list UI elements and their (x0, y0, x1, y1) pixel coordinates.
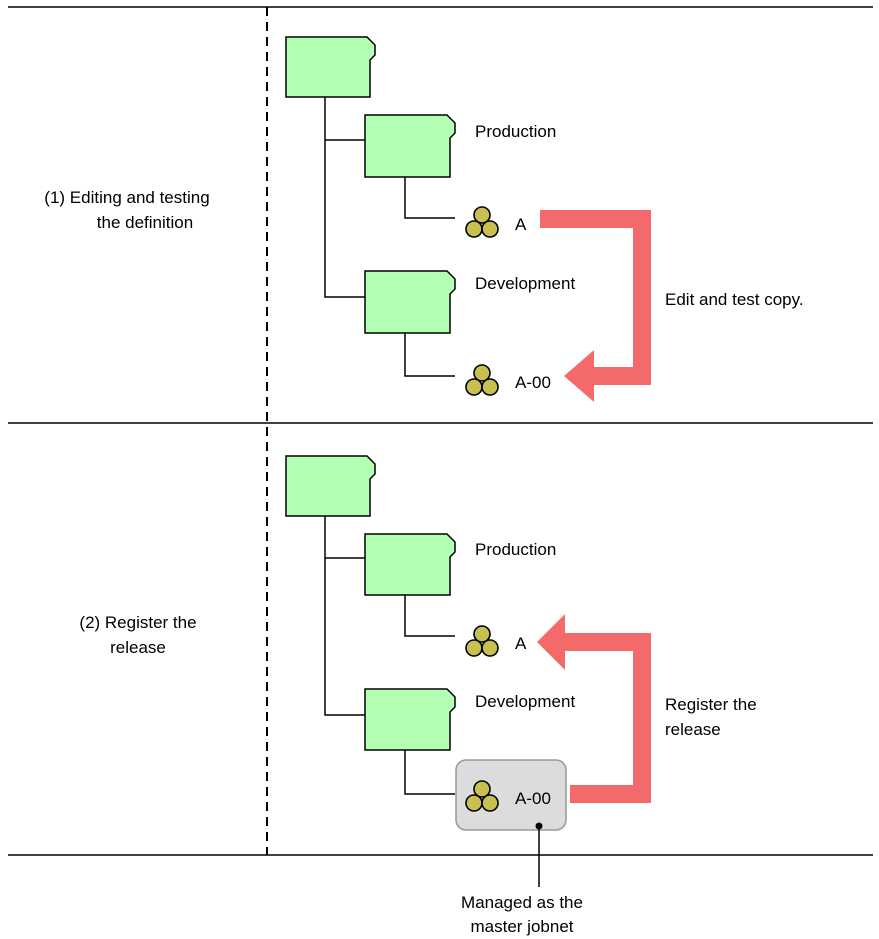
root-unit-folder-icon (285, 36, 376, 98)
production-label: Production (475, 122, 556, 141)
jobnet-a-icon (465, 206, 499, 238)
tree-connector (324, 97, 455, 377)
jobnet-a-icon (465, 625, 499, 657)
jobnet-a00-label: A-00 (515, 789, 551, 808)
register-release-arrow (537, 614, 651, 803)
section-2-label-line-1: (2) Register the (79, 613, 196, 632)
master-jobnet-highlight (455, 759, 567, 831)
jobnet-a-label: A (515, 215, 527, 234)
development-folder-icon (364, 688, 456, 751)
jobnet-a00-icon (465, 364, 499, 396)
edit-copy-arrow (540, 210, 651, 402)
section-1-label-line-1: (1) Editing and testing (44, 188, 209, 207)
root-unit-folder-icon (285, 455, 376, 517)
callout-line-2: master jobnet (471, 917, 574, 936)
section-1-label-line-2: the definition (97, 213, 193, 232)
edit-copy-label: Edit and test copy. (665, 290, 804, 309)
register-release-label-line-2: release (665, 720, 721, 739)
section-release: (2) Register the release Production Deve… (79, 455, 757, 831)
development-folder-icon (364, 270, 456, 334)
production-folder-icon (364, 533, 456, 596)
register-release-label-line-1: Register the (665, 695, 757, 714)
master-jobnet-callout: Managed as the master jobnet (461, 822, 583, 936)
tree-connector (324, 516, 455, 795)
section-2-label-line-2: release (110, 638, 166, 657)
callout-line-1: Managed as the (461, 893, 583, 912)
section-editing: (1) Editing and testing the definition P… (44, 36, 804, 402)
development-label: Development (475, 692, 575, 711)
jobnet-a00-label: A-00 (515, 373, 551, 392)
production-folder-icon (364, 114, 456, 178)
jobnet-a-label: A (515, 634, 527, 653)
production-label: Production (475, 540, 556, 559)
development-label: Development (475, 274, 575, 293)
